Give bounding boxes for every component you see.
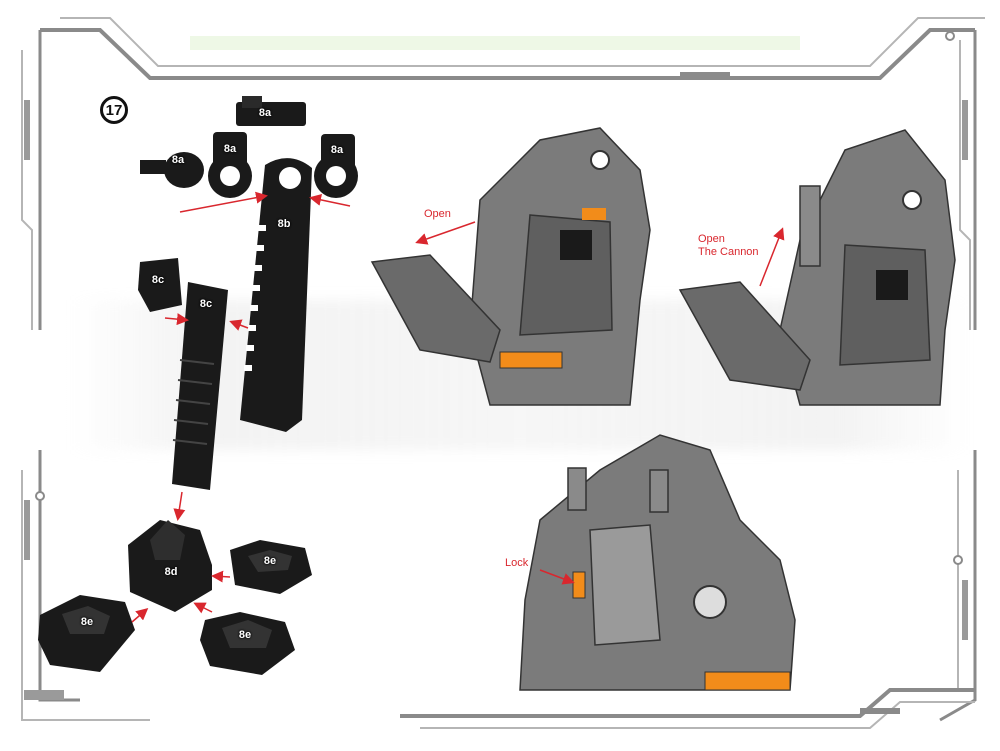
label-8a-ring-right: 8a [330,144,344,156]
part-8a-peg [140,152,204,188]
label-8b-rack: 8b [277,218,291,230]
label-8c-rail: 8c [199,298,213,310]
label-8e-hex-bottom: 8e [238,629,252,641]
part-8a-ring-left [208,132,252,198]
assembly-arrows [131,191,351,623]
part-8c-clip [138,258,182,312]
robot-view-open [370,127,651,406]
robot-view-lock [519,434,796,691]
part-8d-base [128,520,212,612]
annotation-open: Open [424,208,451,220]
part-8c-rail [172,282,228,490]
part-8b-rack [240,158,312,432]
annotation-open-cannon: Open The Cannon [698,233,759,258]
part-8a-ring-right [314,134,358,198]
label-8a-peg: 8a [171,154,185,166]
label-8d-base: 8d [164,566,178,578]
part-8e-hex-left [38,595,135,672]
annotation-lock: Lock [505,557,529,569]
label-8a-top: 8a [258,107,272,119]
label-8c-clip: 8c [151,274,165,286]
part-8e-hex-right [230,540,312,594]
part-8e-hex-bottom [200,612,295,675]
part-8a-top [236,96,306,126]
label-8e-hex-left: 8e [80,616,94,628]
label-8e-hex-right: 8e [263,555,277,567]
robot-view-open-cannon [678,129,956,406]
step-number: 17 [100,96,128,124]
label-8a-ring-left: 8a [223,143,237,155]
